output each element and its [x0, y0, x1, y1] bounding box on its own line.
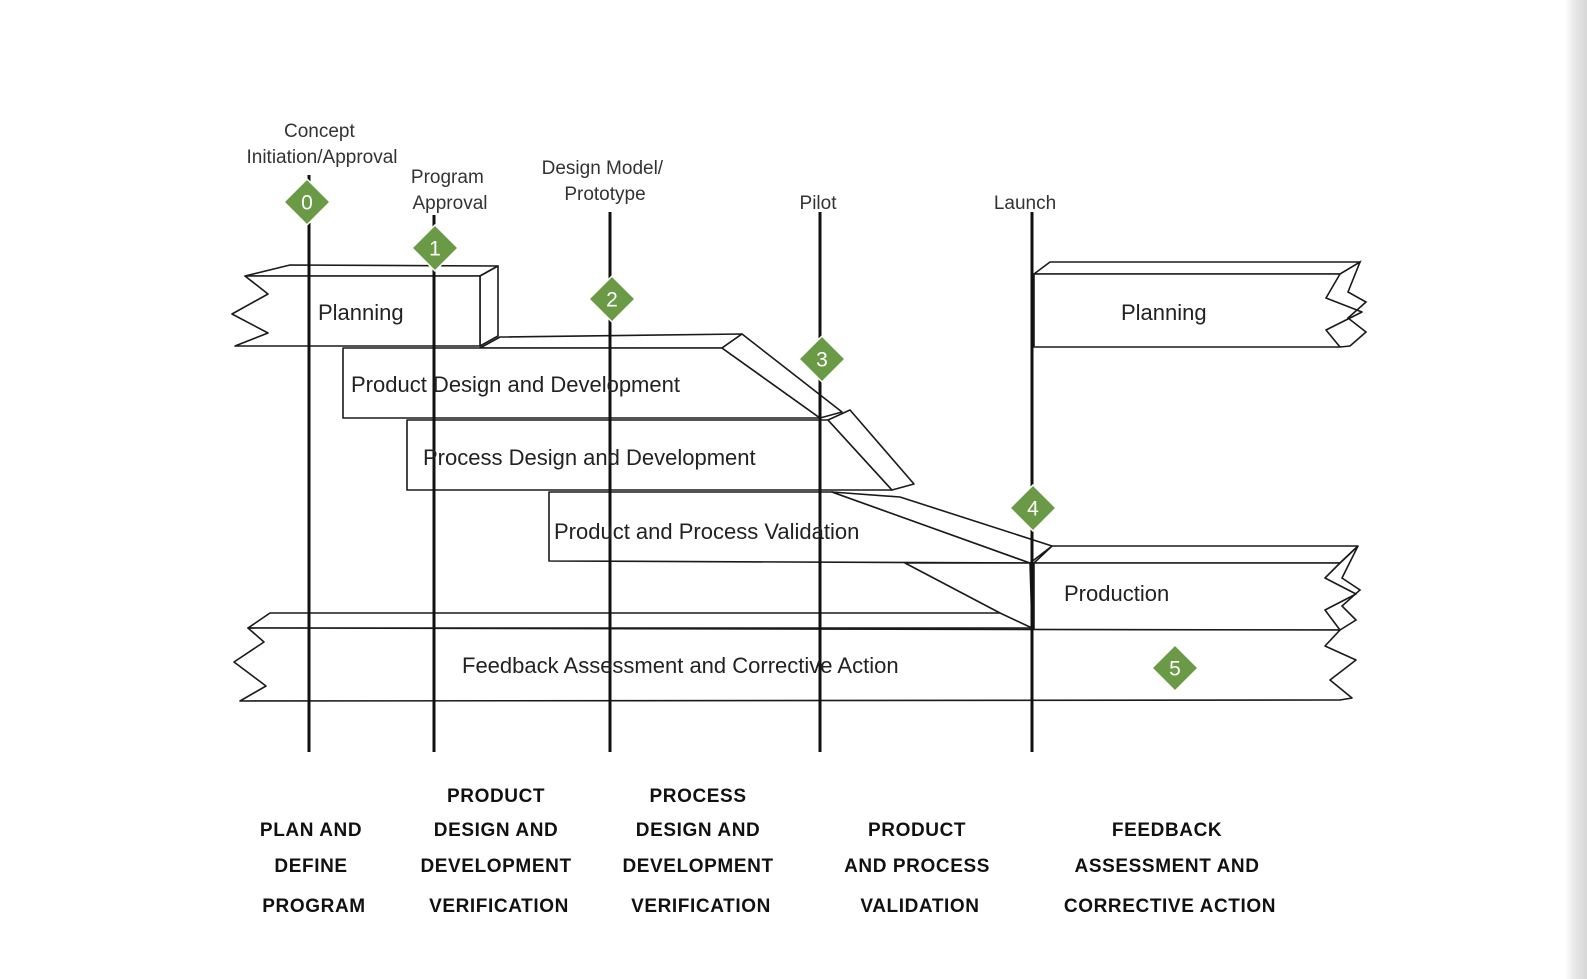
gate-diamond-2-number: 2	[606, 289, 618, 312]
band-labels: Planning Product Design and Development …	[318, 300, 1207, 678]
milestone-label-program: Program Approval	[411, 167, 489, 214]
gate-diamond-0-number: 0	[301, 192, 313, 215]
phase-feedback-line-1: FEEDBACK	[1112, 820, 1222, 841]
gate-diamond-2-shape	[587, 274, 637, 324]
phase-label-feedback: FEEDBACK ASSESSMENT AND CORRECTIVE ACTIO…	[1064, 820, 1276, 917]
phase-validation-line-1: PRODUCT	[868, 820, 966, 841]
milestone-label-program-line-1: Program	[411, 167, 484, 188]
product-design-tail	[721, 333, 843, 419]
phase-label-product: PRODUCT DESIGN AND DEVELOPMENT VERIFICAT…	[420, 786, 577, 917]
validation-label: Product and Process Validation	[554, 519, 859, 544]
product-design-label: Product Design and Development	[351, 372, 680, 397]
gate-diamond-3-number: 3	[816, 349, 828, 372]
milestone-labels: Concept Initiation/Approval Program Appr…	[246, 121, 1056, 214]
phase-process-line-4: VERIFICATION	[631, 896, 771, 917]
bands	[231, 260, 1368, 702]
phase-plan-line-3: PROGRAM	[262, 896, 365, 917]
milestone-label-design-line-2: Prototype	[564, 184, 645, 205]
phase-validation-line-2: AND PROCESS	[844, 856, 990, 877]
phase-product-line-3: DEVELOPMENT	[420, 856, 571, 877]
feedback-band	[233, 627, 1357, 702]
feedback-top-face	[247, 612, 1041, 629]
gate-diamond-2: 2	[587, 274, 637, 324]
milestone-label-concept: Concept Initiation/Approval	[246, 121, 397, 168]
phase-process-line-1: PROCESS	[649, 786, 746, 807]
gate-diamond-1: 1	[410, 223, 460, 273]
planning-right-band	[1033, 273, 1363, 348]
milestone-label-pilot: Pilot	[800, 193, 838, 214]
page-edge-shadow	[1565, 0, 1587, 979]
milestone-label-concept-line-2: Initiation/Approval	[246, 147, 397, 168]
planning-left-side-face	[479, 265, 499, 347]
planning-right-label: Planning	[1121, 300, 1207, 325]
planning-left-label: Planning	[318, 300, 404, 325]
gate-diamond-4-number: 4	[1027, 498, 1039, 521]
gate-diamond-4: 4	[1008, 483, 1058, 533]
planning-left-top-face	[244, 264, 499, 277]
gate-diamonds: 0 1 2 3 4 5	[282, 177, 1200, 693]
milestone-label-launch-line-1: Launch	[994, 193, 1056, 214]
phase-label-validation: PRODUCT AND PROCESS VALIDATION	[844, 820, 996, 917]
phase-validation-line-3: VALIDATION	[860, 896, 979, 917]
gate-diamond-4-shape	[1008, 483, 1058, 533]
milestone-label-launch: Launch	[994, 193, 1056, 214]
gate-diamond-3: 3	[797, 334, 847, 384]
production-label: Production	[1064, 581, 1169, 606]
planning-right-zigzag-detail	[1339, 260, 1368, 348]
phase-label-process: PROCESS DESIGN AND DEVELOPMENT VERIFICAT…	[622, 786, 779, 917]
planning-right-top-face	[1033, 261, 1361, 275]
milestone-label-design: Design Model/ Prototype	[542, 158, 669, 205]
phase-process-line-3: DEVELOPMENT	[622, 856, 773, 877]
phase-product-line-2: DESIGN AND	[434, 820, 559, 841]
production-top-face	[1033, 545, 1359, 564]
gate-diamond-5-shape	[1150, 643, 1200, 693]
phase-label-plan: PLAN AND DEFINE PROGRAM	[260, 820, 368, 917]
phase-process-line-2: DESIGN AND	[636, 820, 761, 841]
validation-tail	[831, 491, 1053, 564]
gate-diamond-0: 0	[282, 177, 332, 227]
phase-product-line-4: VERIFICATION	[429, 896, 569, 917]
gate-diamond-1-number: 1	[429, 238, 441, 261]
gate-diamond-0-shape	[282, 177, 332, 227]
phase-feedback-line-2: ASSESSMENT AND	[1075, 856, 1260, 877]
phase-labels: PLAN AND DEFINE PROGRAM PRODUCT DESIGN A…	[260, 786, 1276, 917]
phase-plan-line-2: DEFINE	[274, 856, 347, 877]
phase-feedback-line-3: CORRECTIVE ACTION	[1064, 896, 1276, 917]
process-design-label: Process Design and Development	[423, 445, 756, 470]
gate-diamond-5-number: 5	[1169, 658, 1181, 681]
phase-product-line-1: PRODUCT	[447, 786, 545, 807]
gate-diamond-5: 5	[1150, 643, 1200, 693]
planning-left-band	[231, 275, 481, 347]
feedback-label: Feedback Assessment and Corrective Actio…	[462, 653, 899, 678]
milestone-label-design-line-1: Design Model/	[542, 158, 664, 179]
process-design-tail	[827, 409, 915, 491]
production-zigzag-detail	[1339, 545, 1362, 631]
milestone-label-concept-line-1: Concept	[284, 121, 355, 142]
gate-diamond-1-shape	[410, 223, 460, 273]
phase-plan-line-1: PLAN AND	[260, 820, 362, 841]
milestone-label-program-line-2: Approval	[413, 193, 488, 214]
gate-diamond-3-shape	[797, 334, 847, 384]
milestone-label-pilot-line-1: Pilot	[800, 193, 838, 214]
